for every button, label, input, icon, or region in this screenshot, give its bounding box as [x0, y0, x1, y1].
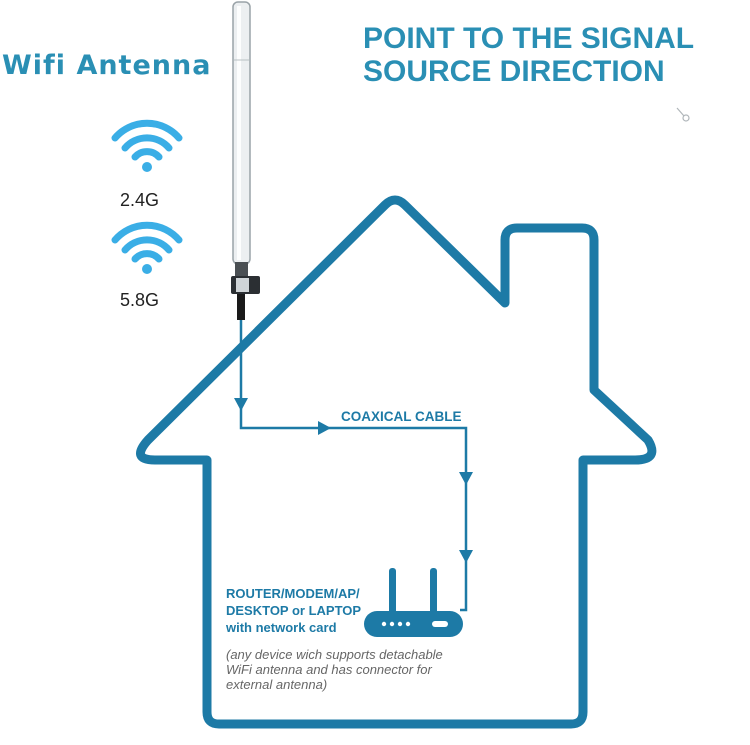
router-icon — [364, 568, 463, 637]
router-body — [364, 611, 463, 637]
antenna-mount-clamp — [236, 278, 249, 292]
arrow-down-icon — [459, 472, 473, 485]
wifi-icon — [111, 119, 183, 172]
arrow-down-icon — [234, 398, 248, 411]
antenna-pigtail — [237, 294, 245, 320]
house-outline — [136, 195, 657, 729]
pointer-mark-icon — [676, 107, 690, 122]
antenna-highlight — [237, 6, 241, 260]
arrow-down-icon — [459, 550, 473, 563]
band-label-5-8g: 5.8G — [120, 290, 160, 310]
antenna-radome — [232, 1, 251, 265]
wifi-icon — [111, 221, 183, 274]
antenna-connector — [235, 262, 248, 276]
router-antenna-right — [430, 568, 437, 614]
house-wall-line — [136, 195, 657, 729]
band-label-2-4g: 2.4G — [120, 190, 160, 210]
cable-line — [239, 318, 468, 612]
arrow-right-icon — [318, 421, 331, 435]
router-indicator — [432, 621, 448, 627]
coaxial-cable-label: COAXICAL CABLE — [341, 409, 462, 424]
product-title: Wifi Antenna — [2, 50, 212, 81]
instruction-heading: POINT TO THE SIGNAL SOURCE DIRECTION — [363, 22, 694, 88]
cable-arrows — [234, 398, 473, 563]
device-note: (any device wich supports detachable WiF… — [226, 647, 443, 692]
antenna-icon — [231, 1, 260, 320]
device-label: ROUTER/MODEM/AP/ DESKTOP or LAPTOP with … — [226, 586, 361, 635]
coaxial-cable — [239, 318, 468, 612]
router-antenna-left — [389, 568, 396, 614]
